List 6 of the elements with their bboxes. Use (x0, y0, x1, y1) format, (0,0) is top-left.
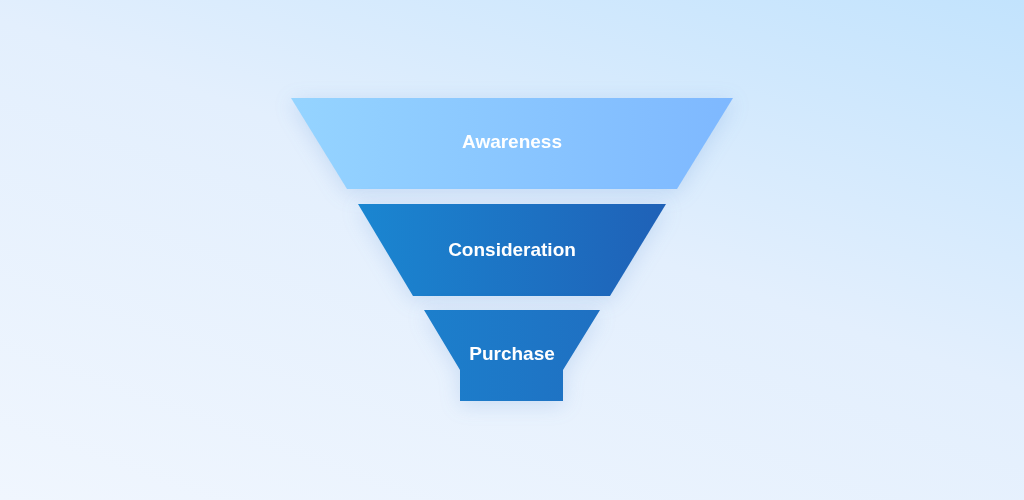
funnel-segment (424, 310, 600, 401)
stage-label: Purchase (468, 343, 556, 365)
funnel-segment (291, 98, 733, 189)
stage-label: Awareness (461, 131, 563, 153)
stage-label: Consideration (447, 239, 577, 261)
funnel-segment (358, 204, 666, 296)
